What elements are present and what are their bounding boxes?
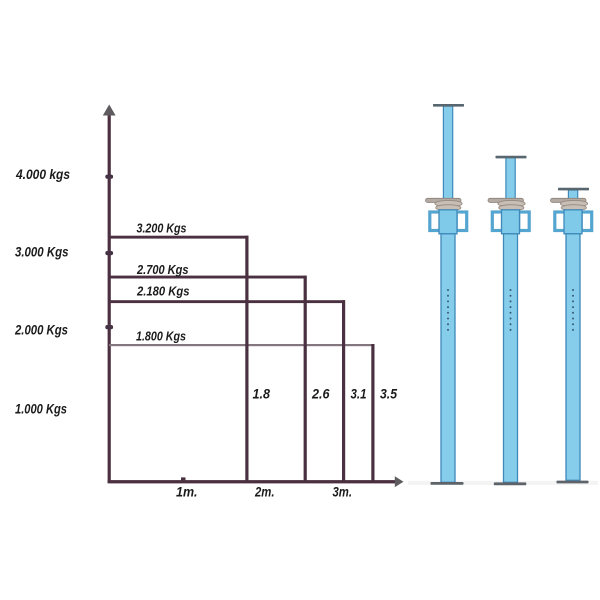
svg-text:1.800 Kgs: 1.800 Kgs — [136, 329, 186, 344]
svg-text:1.000 Kgs: 1.000 Kgs — [15, 402, 67, 417]
svg-text:1.8: 1.8 — [253, 387, 271, 402]
svg-text:2.180 Kgs: 2.180 Kgs — [136, 284, 189, 299]
svg-text:3.1: 3.1 — [351, 387, 367, 402]
svg-text:2m.: 2m. — [254, 485, 274, 500]
svg-text:3.000 Kgs: 3.000 Kgs — [15, 245, 69, 260]
svg-text:1m.: 1m. — [176, 485, 198, 500]
svg-text:3.5: 3.5 — [380, 387, 397, 402]
svg-text:2.000 Kgs: 2.000 Kgs — [14, 323, 68, 338]
svg-text:4.000 kgs: 4.000 kgs — [15, 167, 70, 182]
svg-text:3m.: 3m. — [333, 485, 353, 500]
svg-text:2.6: 2.6 — [311, 387, 330, 402]
svg-text:3.200 Kgs: 3.200 Kgs — [137, 221, 187, 236]
svg-text:2.700 Kgs: 2.700 Kgs — [136, 262, 188, 277]
